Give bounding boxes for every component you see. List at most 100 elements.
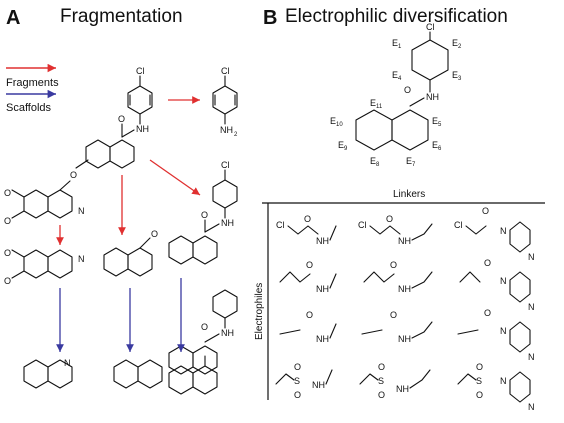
label-e7: E7	[406, 156, 416, 168]
atom-nh-core: NH	[426, 92, 439, 102]
cell-r2c3-o: O	[484, 258, 491, 268]
cell-r2c2-o: O	[390, 260, 397, 270]
cell-r4c2-nh: NH	[396, 384, 409, 394]
cell-r1c3-o: O	[482, 206, 489, 216]
table-cell-r4c3: S O O N N	[457, 362, 535, 412]
cell-r1c1-o: O	[304, 214, 311, 224]
cell-r4c1-nh: NH	[312, 380, 325, 390]
label-e4: E4	[392, 70, 402, 82]
linkers-header: Linkers	[393, 189, 425, 200]
atom-o-dmq-2: O	[4, 276, 11, 286]
cell-r4c2-s: S	[378, 376, 384, 386]
chloroaniline-fragment: Cl NH 2	[212, 66, 238, 138]
cell-r2c1-nh: NH	[316, 284, 329, 294]
atom-cl-amide: Cl	[221, 160, 230, 170]
cell-r1c3-n2: N	[528, 252, 535, 262]
aldehyde-fragment: O	[103, 229, 158, 277]
cell-r4c3-n1: N	[500, 376, 507, 386]
fragments-legend-label: Fragments	[6, 77, 59, 89]
cell-r4c1-o1: O	[294, 362, 301, 372]
cell-r2c1-o: O	[306, 260, 313, 270]
atom-nh2-sub: 2	[234, 132, 238, 138]
atom-nh-amide: NH	[221, 218, 234, 228]
cell-r2c3-n2: N	[528, 302, 535, 312]
cell-r3c2-nh: NH	[398, 334, 411, 344]
table-cell-r1c2: Cl O NH	[358, 214, 433, 246]
atom-nh-phenyl: NH	[221, 328, 234, 338]
cell-r1c3-cl: Cl	[454, 220, 463, 230]
electrophile-core-molecule: Cl NH O	[355, 22, 449, 151]
atom-nh2: NH	[220, 125, 233, 135]
label-e6: E6	[432, 140, 442, 152]
cell-r1c1-nh: NH	[316, 236, 329, 246]
table-cell-r1c3: Cl O N N	[454, 206, 535, 262]
quinoline-scaffold: N	[23, 358, 73, 389]
atom-o-amide: O	[201, 210, 208, 220]
label-e9: E9	[338, 140, 348, 152]
atom-o-methoxy-2: O	[4, 216, 11, 226]
label-e8: E8	[370, 156, 380, 168]
table-cell-r4c2: S O O NH	[359, 362, 431, 400]
atom-o-ether: O	[70, 170, 77, 180]
cell-r4c3-o2: O	[476, 390, 483, 400]
cell-r1c3-n1: N	[500, 226, 507, 236]
atom-n-dmq: N	[78, 254, 85, 264]
cell-r2c2-nh: NH	[398, 284, 411, 294]
cell-r4c3-n2: N	[528, 402, 535, 412]
atom-cl-aniline: Cl	[221, 66, 230, 76]
cell-r4c1-o2: O	[294, 390, 301, 400]
panel-a-title: Fragmentation	[60, 6, 183, 27]
scaffolds-legend-label: Scaffolds	[6, 102, 52, 114]
label-e5: E5	[432, 116, 442, 128]
table-cell-r3c1: O NH	[279, 310, 337, 344]
cell-r3c2-o: O	[390, 310, 397, 320]
cell-r1c1-cl: Cl	[276, 220, 285, 230]
table-cell-r3c2: O NH	[361, 310, 433, 344]
atom-n-scaffold: N	[64, 358, 71, 368]
electrophile-position-labels: E1 E2 E3 E4 E5 E6 E7 E8 E9 E10 E11	[330, 38, 462, 168]
label-e2: E2	[452, 38, 462, 50]
cell-r1c2-nh: NH	[398, 236, 411, 246]
amide-fragment: Cl NH O	[168, 160, 238, 265]
dimethoxyquinoline-fragment: N O O	[4, 248, 85, 286]
label-e1: E1	[392, 38, 402, 50]
table-cell-r2c3: O N N	[459, 258, 535, 312]
cell-r3c3-o: O	[484, 308, 491, 318]
naphthalene-scaffold	[113, 359, 163, 389]
atom-cl: Cl	[136, 66, 145, 76]
table-cell-r1c1: Cl O NH	[276, 214, 337, 246]
electrophiles-header: Electrophiles	[254, 283, 265, 340]
phenylamide-fragment: NH O	[168, 289, 238, 375]
atom-o-methoxy-1: O	[4, 188, 11, 198]
fragment-arrow-amide	[149, 159, 201, 196]
cell-r2c3-n1: N	[500, 276, 507, 286]
table-cell-r2c2: O NH	[363, 260, 433, 294]
panel-b-title: Electrophilic diversification	[285, 6, 508, 27]
table-cell-r2c1: O NH	[279, 260, 337, 294]
panel-a-letter: A	[6, 7, 20, 29]
cell-r3c3-n2: N	[528, 352, 535, 362]
atom-cl-core: Cl	[426, 22, 435, 32]
atom-o: O	[118, 114, 125, 124]
cell-r4c2-o2: O	[378, 390, 385, 400]
cell-r4c3-o1: O	[476, 362, 483, 372]
cell-r3c1-nh: NH	[316, 334, 329, 344]
label-e3: E3	[452, 70, 462, 82]
atom-o-core: O	[404, 85, 411, 95]
atom-o-aldehyde: O	[151, 229, 158, 239]
cell-r4c2-o1: O	[378, 362, 385, 372]
cell-r4c1-s: S	[294, 376, 300, 386]
atom-n-quinoline: N	[78, 206, 85, 216]
naphthamide-scaffold	[168, 355, 218, 395]
atom-o-dmq-1: O	[4, 248, 11, 258]
cell-r1c2-o: O	[386, 214, 393, 224]
panel-b-letter: B	[263, 7, 277, 29]
table-cell-r3c3: O N N	[457, 308, 535, 362]
cell-r3c3-n1: N	[500, 326, 507, 336]
label-e11: E11	[370, 98, 383, 110]
label-e10: E10	[330, 116, 343, 128]
cell-r4c3-s: S	[476, 376, 482, 386]
cell-r1c2-cl: Cl	[358, 220, 367, 230]
cell-r3c1-o: O	[306, 310, 313, 320]
atom-nh: NH	[136, 124, 149, 134]
